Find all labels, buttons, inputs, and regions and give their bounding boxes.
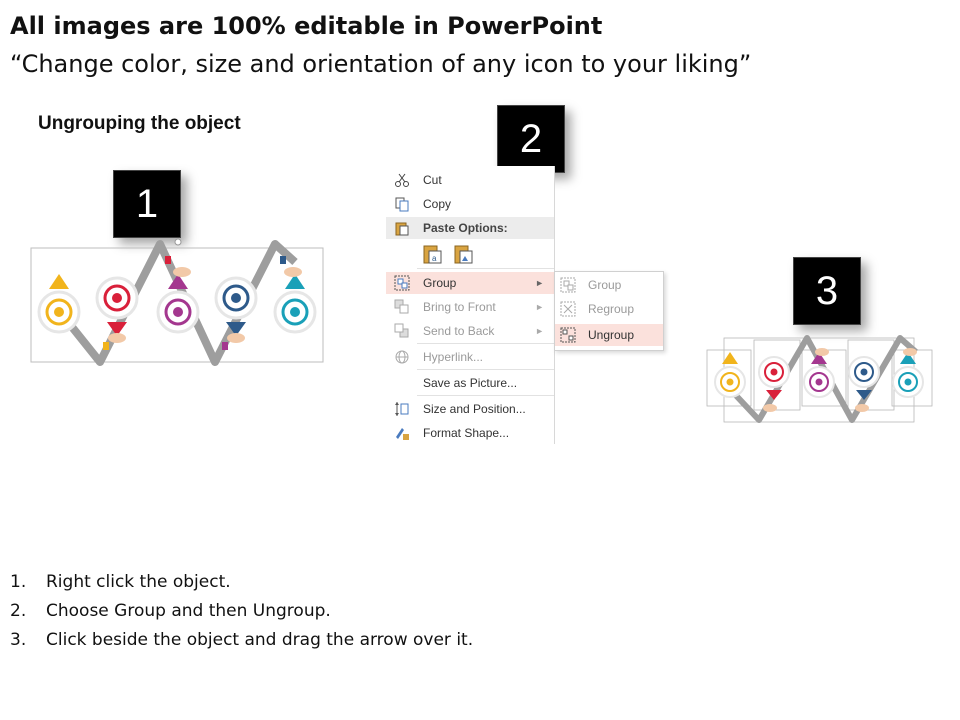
slide-tagline: “Change color, size and orientation of a… xyxy=(10,50,752,78)
menu-item-label: Group xyxy=(423,276,457,290)
step-2-badge: 2 xyxy=(497,105,565,173)
group-icon xyxy=(560,277,576,293)
menu-item-label: Copy xyxy=(423,197,452,211)
regroup-icon xyxy=(560,301,576,317)
circle-node-red xyxy=(95,276,139,336)
menu-item-size-and-position[interactable]: Size and Position... xyxy=(386,398,554,420)
group-submenu: Group Regroup Ungroup xyxy=(554,271,664,351)
slide-title: All images are 100% editable in PowerPoi… xyxy=(10,12,603,40)
step-1-badge: 1 xyxy=(113,170,181,238)
circle-node-purple xyxy=(156,274,200,334)
menu-item-cut[interactable]: Cut xyxy=(386,169,554,191)
rotate-handle[interactable] xyxy=(174,238,182,246)
circle-node-teal xyxy=(273,274,317,334)
menu-item-save-as-picture[interactable]: Save as Picture... xyxy=(386,372,554,394)
step-3-badge: 3 xyxy=(793,257,861,325)
bring-to-front-icon xyxy=(394,299,409,314)
submenu-item-regroup[interactable]: Regroup xyxy=(555,298,663,320)
circle-node-navy xyxy=(214,276,258,336)
menu-item-paste-options: Paste Options: xyxy=(386,217,554,239)
submenu-item-group[interactable]: Group xyxy=(555,274,663,296)
ungroup-icon xyxy=(560,327,576,343)
menu-item-send-to-back[interactable]: Send to Back ► xyxy=(386,320,554,342)
circle-node-yellow xyxy=(714,352,746,398)
svg-text:a: a xyxy=(432,254,437,263)
submenu-arrow-icon: ► xyxy=(535,326,544,336)
instruction-step-1: 1.Right click the object. xyxy=(10,572,231,592)
size-position-icon xyxy=(395,402,409,416)
circle-node-red xyxy=(758,356,790,400)
group-selection-box xyxy=(30,247,324,363)
menu-item-group[interactable]: Group ► xyxy=(386,272,554,294)
menu-item-hyperlink[interactable]: Hyperlink... xyxy=(386,346,554,368)
hand-icons xyxy=(103,256,302,350)
paste-keep-format-icon[interactable]: a xyxy=(422,243,444,265)
group-icon xyxy=(394,275,410,291)
ungrouped-infographic[interactable] xyxy=(704,330,936,426)
circle-node-teal xyxy=(892,352,924,398)
instruction-step-3: 3.Click beside the object and drag the a… xyxy=(10,630,474,650)
circle-node-navy xyxy=(848,356,880,400)
grouped-infographic[interactable] xyxy=(25,232,331,372)
format-shape-icon xyxy=(396,428,409,440)
menu-item-label: Size and Position... xyxy=(423,402,526,416)
menu-item-label: Bring to Front xyxy=(423,300,496,314)
menu-item-copy[interactable]: Copy xyxy=(386,193,554,215)
scissors-icon xyxy=(395,173,409,187)
paste-as-picture-icon[interactable] xyxy=(453,243,475,265)
menu-item-label: Hyperlink... xyxy=(423,350,484,364)
menu-item-label: Cut xyxy=(423,173,442,187)
send-to-back-icon xyxy=(394,323,409,338)
menu-item-label: Save as Picture... xyxy=(423,376,518,390)
hand-icons xyxy=(763,348,917,412)
submenu-arrow-icon: ► xyxy=(535,278,544,288)
menu-item-format-shape[interactable]: Format Shape... xyxy=(386,422,554,444)
paste-option-buttons: a xyxy=(422,243,475,268)
menu-item-label: Paste Options: xyxy=(423,221,508,235)
circle-node-yellow xyxy=(37,274,81,334)
submenu-arrow-icon: ► xyxy=(535,302,544,312)
submenu-item-label: Group xyxy=(588,278,622,292)
section-subtitle: Ungrouping the object xyxy=(38,113,241,134)
menu-item-label: Format Shape... xyxy=(423,426,510,440)
submenu-item-ungroup[interactable]: Ungroup xyxy=(555,324,663,346)
hyperlink-icon xyxy=(395,350,409,364)
instruction-step-2: 2.Choose Group and then Ungroup. xyxy=(10,601,331,621)
menu-item-bring-to-front[interactable]: Bring to Front ► xyxy=(386,296,554,318)
copy-icon xyxy=(395,197,409,212)
submenu-item-label: Ungroup xyxy=(588,328,635,342)
context-menu: Cut Copy Paste Options: a Group ► Bring … xyxy=(386,166,555,444)
menu-item-label: Send to Back xyxy=(423,324,495,338)
paste-icon xyxy=(395,222,409,236)
instruction-list: 1.Right click the object. 2.Choose Group… xyxy=(10,568,473,655)
circle-node-purple xyxy=(803,352,835,398)
submenu-item-label: Regroup xyxy=(588,302,635,316)
